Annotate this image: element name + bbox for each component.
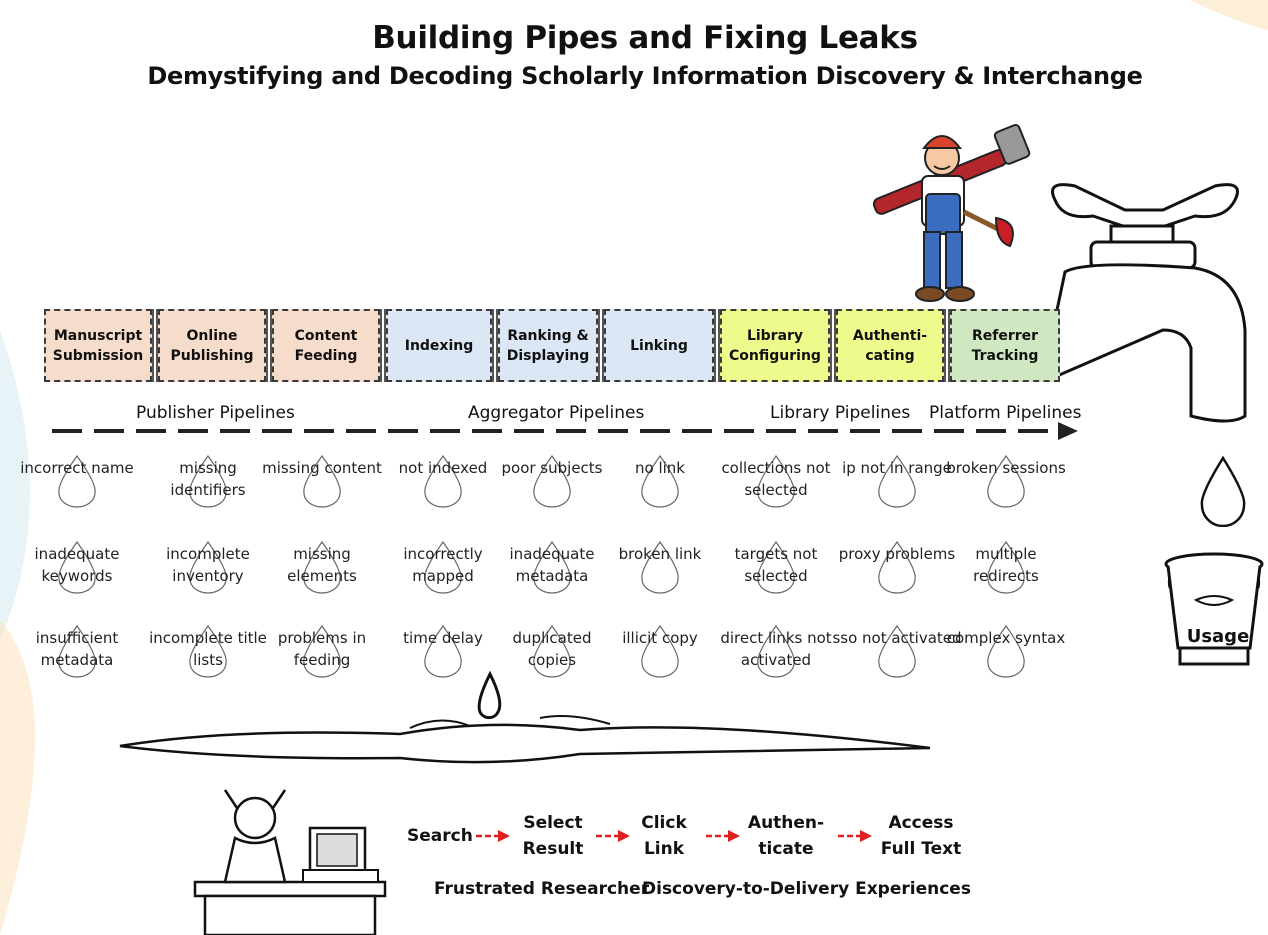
leak-drop-icon — [303, 540, 341, 594]
stage-divider — [830, 309, 836, 382]
stage-divider — [492, 309, 498, 382]
leak-label: broken sessions — [946, 459, 1066, 477]
stage-divider — [714, 309, 720, 382]
leak-label: insufficient metadata — [35, 629, 119, 669]
leak-drop-icon — [189, 624, 227, 678]
usage-bucket-illustration — [1164, 552, 1264, 666]
flow-arrow-icon — [838, 830, 872, 842]
leak-label: duplicated copies — [512, 629, 592, 669]
stage-authenticating: Authenti-cating — [836, 309, 944, 382]
leak-drop-icon — [757, 454, 795, 508]
leak-drop-icon — [189, 540, 227, 594]
leak-label: collections not selected — [721, 459, 831, 499]
leak-drop-icon — [424, 454, 462, 508]
leak-drop-icon — [424, 624, 462, 678]
leak-drop-icon — [757, 624, 795, 678]
leak-drop-icon — [58, 540, 96, 594]
leak-label: missing content — [262, 459, 382, 477]
stage-divider — [152, 309, 158, 382]
leak-label: incomplete title lists — [149, 629, 267, 669]
leak-puddle-illustration — [119, 670, 931, 764]
leak-drop-icon — [641, 454, 679, 508]
leak-label: inadequate metadata — [509, 545, 595, 585]
frustrated-researcher-illustration — [193, 789, 387, 935]
leak-label: incorrectly mapped — [403, 545, 483, 585]
leak-drop-icon — [533, 454, 571, 508]
usage-label: Usage — [1186, 626, 1250, 647]
diagram-subtitle: Demystifying and Decoding Scholarly Info… — [147, 62, 1143, 90]
leak-label: ip not in range — [842, 459, 952, 477]
leak-label: time delay — [403, 629, 483, 647]
leak-drop-icon — [641, 540, 679, 594]
leak-label: complex syntax — [946, 629, 1066, 647]
leak-label: missing identifiers — [170, 459, 246, 499]
flow-arrow-icon — [476, 830, 510, 842]
leak-drop-icon — [303, 624, 341, 678]
aggregator-pipelines-label: Aggregator Pipelines — [468, 403, 645, 423]
leak-label: targets not selected — [734, 545, 818, 585]
leak-drop-icon — [641, 624, 679, 678]
leak-label: multiple redirects — [973, 545, 1039, 585]
stage-online-publishing: Online Publishing — [158, 309, 266, 382]
frustrated-researcher-caption: Frustrated Researcher — [434, 879, 650, 899]
leak-label: proxy problems — [838, 545, 956, 563]
faucet-illustration — [1051, 183, 1247, 423]
flow-arrow-icon — [706, 830, 740, 842]
flow-step-access-full-text: Access Full Text — [880, 813, 962, 859]
leak-drop-icon — [303, 454, 341, 508]
leak-drop-icon — [757, 540, 795, 594]
platform-pipelines-label: Platform Pipelines — [929, 403, 1082, 423]
stage-library-configuring: Library Configuring — [720, 309, 830, 382]
leak-label: not indexed — [398, 459, 488, 477]
publisher-pipelines-label: Publisher Pipelines — [136, 403, 295, 423]
leak-drop-icon — [987, 540, 1025, 594]
stage-ranking-displaying: Ranking & Displaying — [498, 309, 598, 382]
stage-referrer-tracking: Referrer Tracking — [950, 309, 1060, 382]
leak-drop-icon — [878, 454, 916, 508]
leak-drop-icon — [533, 624, 571, 678]
pipeline-flow-arrow — [52, 422, 1078, 440]
flow-arrow-icon — [596, 830, 630, 842]
stage-divider — [598, 309, 604, 382]
flow-step-click-link: Click Link — [641, 813, 687, 859]
leak-label: incomplete inventory — [166, 545, 250, 585]
stage-divider — [266, 309, 272, 382]
water-drop-icon — [1200, 455, 1246, 527]
leak-label: incorrect name — [20, 459, 134, 477]
leak-label: no link — [635, 459, 685, 477]
leak-drop-icon — [424, 540, 462, 594]
leak-label: poor subjects — [501, 459, 603, 477]
stage-divider — [380, 309, 386, 382]
leak-label: problems in feeding — [277, 629, 367, 669]
leak-label: illicit copy — [622, 629, 698, 647]
leak-label: broken link — [618, 545, 702, 563]
flow-step-select-result: Select Result — [522, 813, 584, 859]
stage-content-feeding: Content Feeding — [272, 309, 380, 382]
stage-divider — [944, 309, 950, 382]
stage-manuscript-submission: Manuscript Submission — [44, 309, 152, 382]
leak-drop-icon — [987, 454, 1025, 508]
plumber-illustration — [872, 123, 1031, 302]
diagram-title: Building Pipes and Fixing Leaks — [372, 20, 918, 56]
leak-drop-icon — [878, 624, 916, 678]
leak-drop-icon — [533, 540, 571, 594]
stage-indexing: Indexing — [386, 309, 492, 382]
leak-drop-icon — [189, 454, 227, 508]
leak-drop-icon — [878, 540, 916, 594]
leak-label: missing elements — [287, 545, 357, 585]
leak-label: direct links not activated — [720, 629, 832, 669]
stage-linking: Linking — [604, 309, 714, 382]
library-pipelines-label: Library Pipelines — [770, 403, 911, 423]
leak-label: inadequate keywords — [34, 545, 120, 585]
flow-step-authenticate: Authen-ticate — [747, 813, 825, 859]
flow-step-search: Search — [407, 826, 473, 846]
leak-drop-icon — [58, 454, 96, 508]
discovery-delivery-caption: Discovery-to-Delivery Experiences — [642, 879, 971, 899]
leak-label: sso not activated — [832, 629, 962, 647]
leak-drop-icon — [987, 624, 1025, 678]
leak-drop-icon — [58, 624, 96, 678]
